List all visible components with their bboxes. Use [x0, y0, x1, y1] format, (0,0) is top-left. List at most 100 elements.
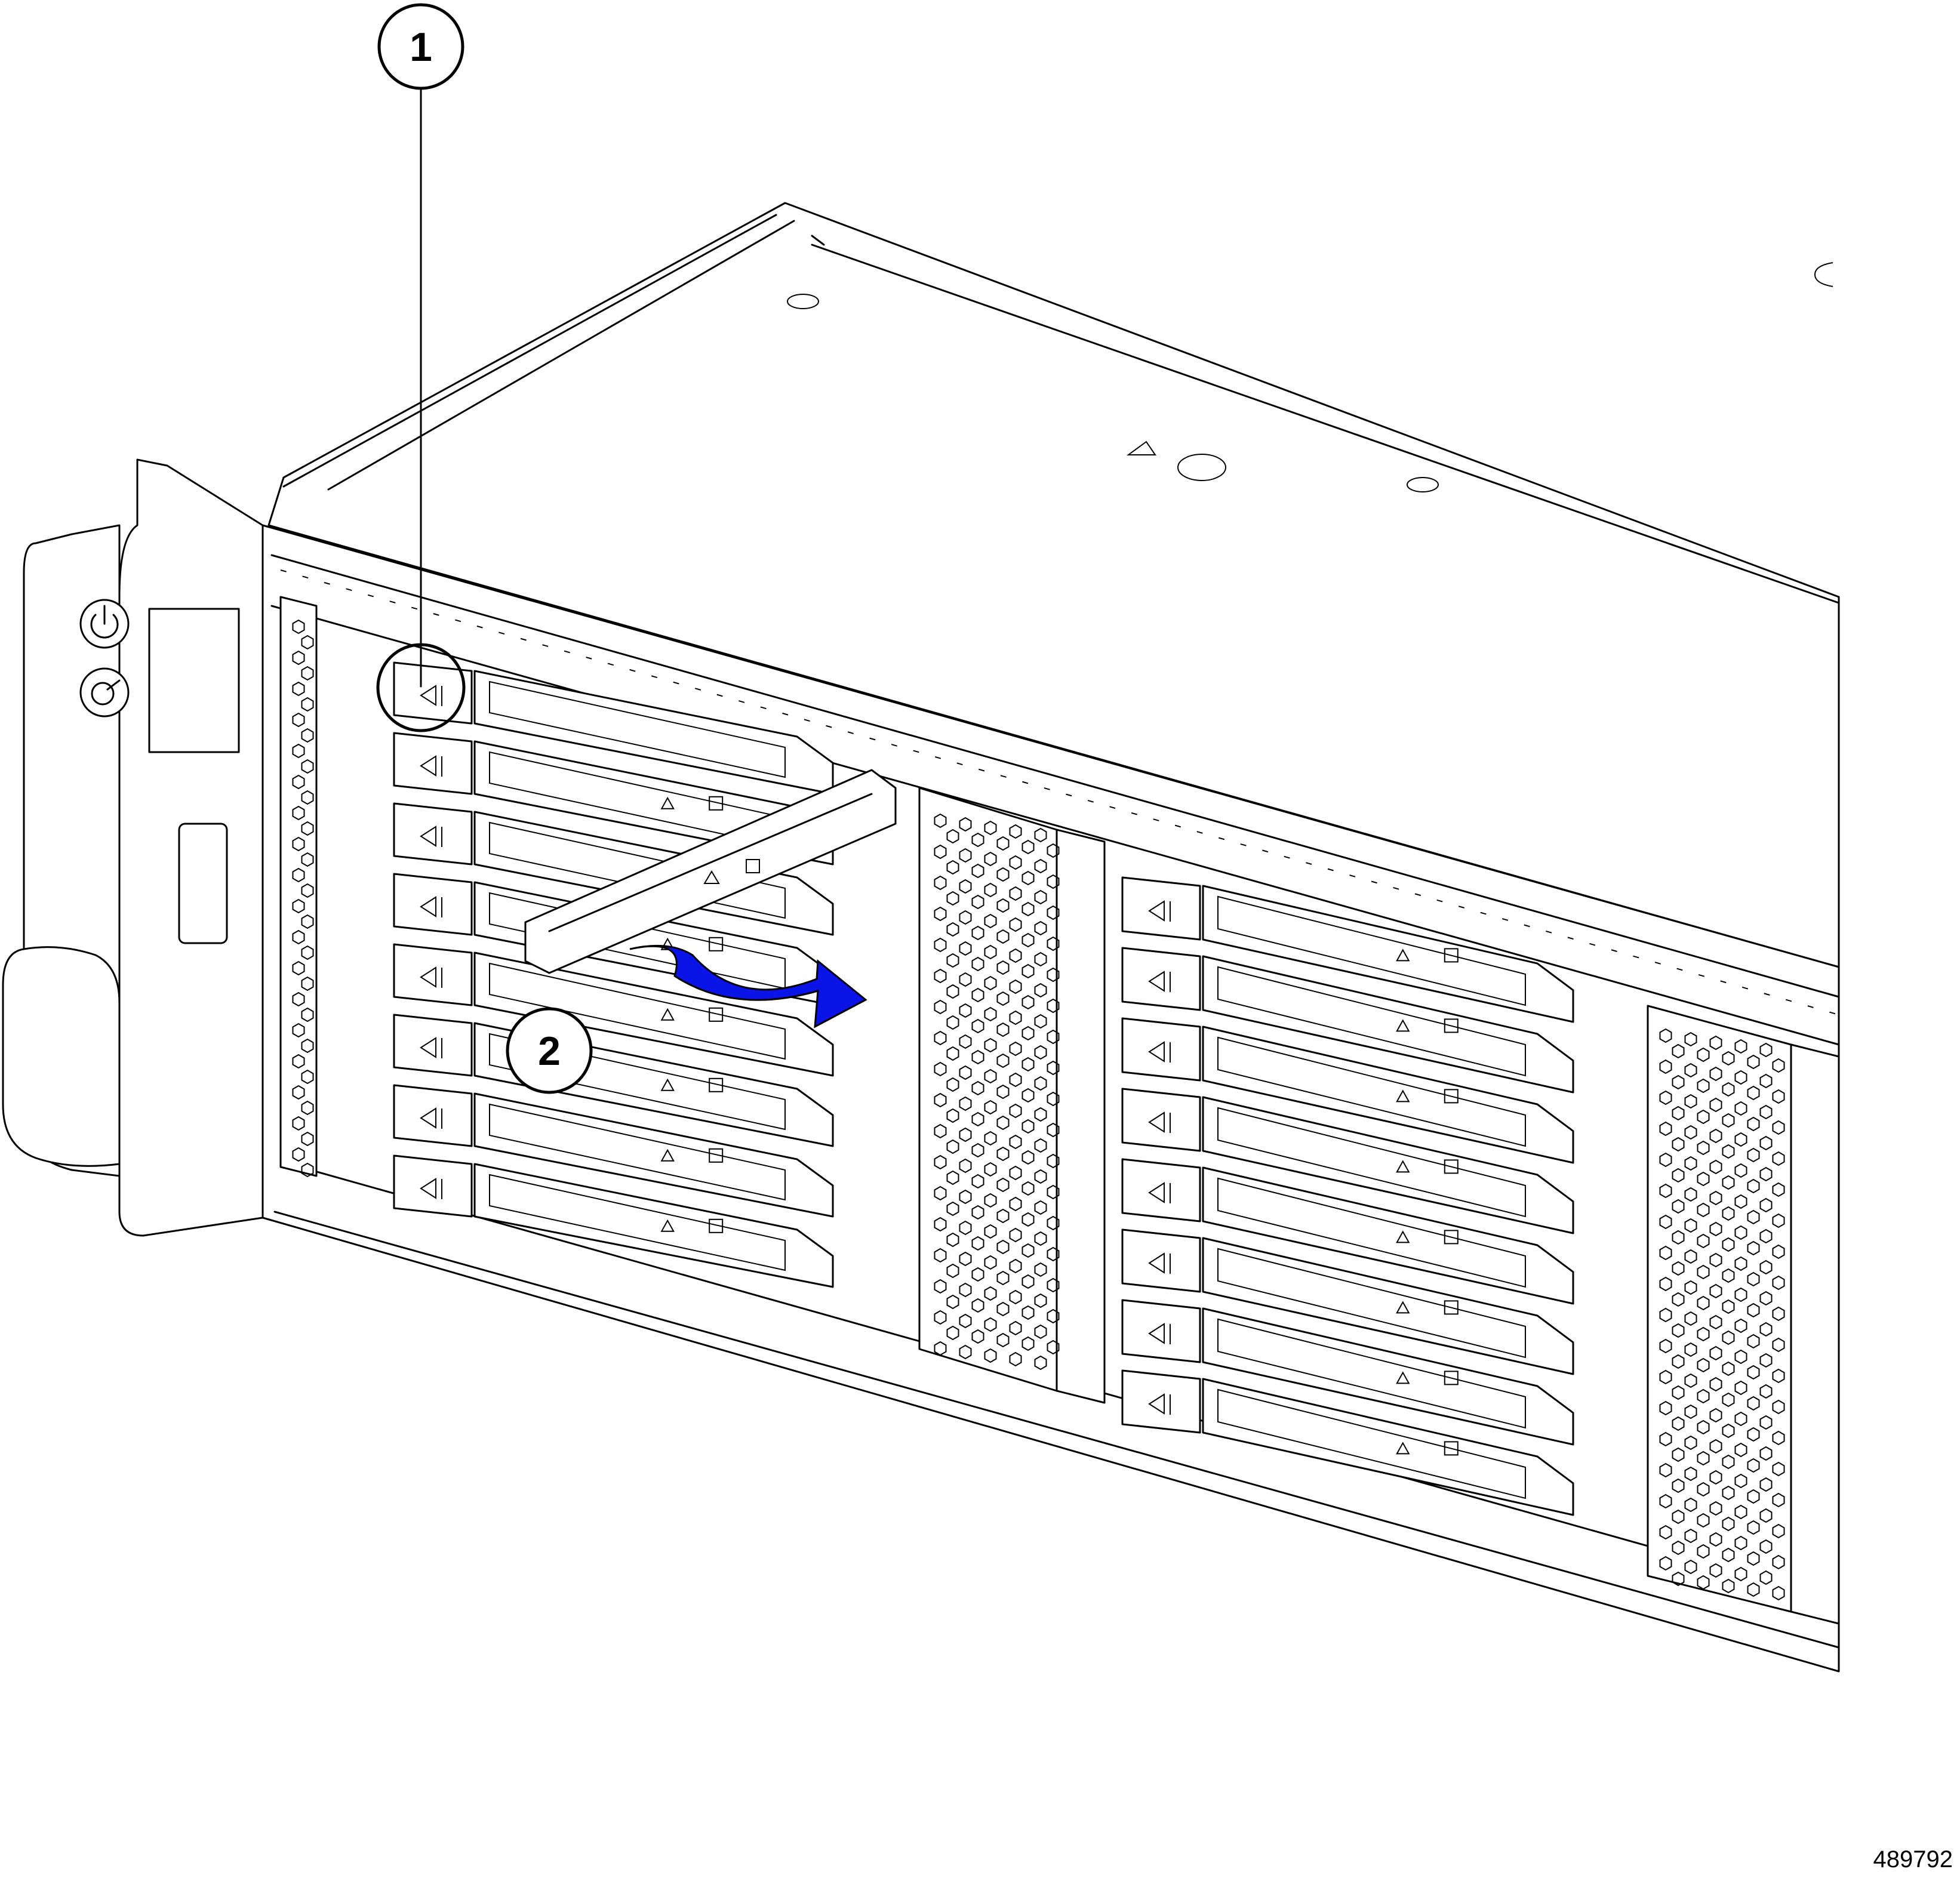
drive-eject-arrow-icon[interactable] — [1148, 1041, 1171, 1063]
drive-label-panel — [489, 962, 786, 1060]
vent-hole — [934, 1341, 947, 1356]
drive-bay-R1[interactable] — [1121, 876, 1574, 1023]
vent-hole — [1672, 1416, 1685, 1431]
drive-eject-arrow-icon[interactable] — [420, 1107, 442, 1129]
vent-hole — [996, 1270, 1010, 1286]
vent-hole — [1047, 874, 1060, 889]
drive-label-panel — [1217, 966, 1526, 1077]
vent-hole — [1772, 1368, 1785, 1384]
drive-bay-R3[interactable] — [1121, 1017, 1574, 1164]
vent-hole — [1021, 870, 1035, 886]
drive-eject-arrow-icon[interactable] — [420, 685, 442, 706]
drive-label-panel — [489, 680, 786, 778]
drive-eject-arrow-icon[interactable] — [1148, 900, 1171, 922]
vent-hole — [1759, 1197, 1773, 1213]
drive-bay-R7[interactable] — [1121, 1299, 1574, 1446]
vent-hole — [946, 1015, 959, 1030]
vent-hole — [984, 1100, 997, 1115]
vent-hole — [996, 960, 1010, 975]
vent-hole — [1734, 1349, 1747, 1365]
vent-hole — [934, 1123, 947, 1139]
vent-hole — [1009, 1289, 1022, 1305]
vent-hole — [1684, 1373, 1697, 1388]
drive-bay-L1[interactable] — [393, 661, 834, 795]
screw-icon — [1177, 454, 1226, 481]
vent-hole — [984, 1006, 997, 1022]
vent-hole — [1772, 1554, 1785, 1570]
drive-eject-arrow-icon[interactable] — [420, 1178, 442, 1199]
vent-hole — [959, 910, 972, 925]
callout-1-label: 1 — [410, 24, 432, 70]
drive-bay-L7[interactable] — [393, 1084, 834, 1218]
vent-hole — [1009, 1351, 1022, 1367]
drive-eject-arrow-icon[interactable] — [1148, 971, 1171, 992]
vent-hole — [1709, 1501, 1722, 1516]
vent-hole — [1722, 1237, 1735, 1252]
vent-hole — [1009, 1041, 1022, 1057]
vent-hole — [1772, 1399, 1785, 1415]
vent-hole — [1684, 1466, 1697, 1482]
vent-hole — [1747, 1458, 1760, 1473]
drive-eject-arrow-icon[interactable] — [420, 966, 442, 988]
vent-hole — [996, 1084, 1010, 1100]
vent-hole — [959, 941, 972, 956]
vent-hole — [1697, 1544, 1710, 1559]
drive-release-button — [1121, 1228, 1201, 1293]
vent-hole — [1672, 1478, 1685, 1493]
vent-hole — [1759, 1353, 1773, 1368]
vent-hole — [292, 1147, 305, 1162]
vent-hole — [1759, 1477, 1773, 1492]
vent-hole — [971, 925, 984, 941]
drive-eject-arrow-icon[interactable] — [1148, 1252, 1171, 1274]
vent-hole — [1021, 1305, 1035, 1320]
drive-bay-R2[interactable] — [1121, 947, 1574, 1094]
vent-hole — [1047, 1091, 1060, 1107]
drive-carrier — [473, 1092, 834, 1218]
drive-eject-arrow-icon[interactable] — [1148, 1323, 1171, 1344]
vent-hole — [292, 681, 305, 697]
vent-hole — [996, 991, 1010, 1006]
drive-bay-R5[interactable] — [1121, 1158, 1574, 1305]
drive-bay-R4[interactable] — [1121, 1088, 1574, 1234]
vent-hole — [1672, 1292, 1685, 1307]
drive-eject-arrow-icon[interactable] — [420, 755, 442, 777]
vent-hole — [1684, 1311, 1697, 1326]
right-vent-panel — [1647, 1005, 1840, 1625]
drive-bay-L5[interactable] — [393, 943, 834, 1077]
drive-ejector-handle[interactable] — [524, 769, 897, 974]
drive-eject-arrow-icon[interactable] — [1148, 1111, 1171, 1133]
drive-bay-R6[interactable] — [1121, 1228, 1574, 1375]
drive-eject-arrow-icon[interactable] — [420, 896, 442, 917]
vent-hole — [1034, 1293, 1047, 1308]
vent-hole — [959, 1220, 972, 1236]
drive-release-button — [1121, 1088, 1201, 1152]
drive-eject-arrow-icon[interactable] — [1148, 1393, 1171, 1415]
vent-hole — [1009, 979, 1022, 994]
drive-carrier — [1202, 1307, 1574, 1446]
drive-eject-arrow-icon[interactable] — [420, 1037, 442, 1058]
vent-hole — [1697, 1171, 1710, 1187]
status-led-icon — [709, 937, 724, 951]
vent-hole — [984, 1193, 997, 1208]
drive-eject-arrow-icon[interactable] — [420, 826, 442, 847]
vent-hole — [1034, 1107, 1047, 1122]
vent-hole — [301, 759, 314, 774]
vent-hole — [984, 1317, 997, 1332]
drive-bay-R8[interactable] — [1121, 1369, 1574, 1516]
vent-hole — [1734, 1380, 1747, 1396]
vent-hole — [996, 1115, 1010, 1131]
drive-eject-arrow-icon[interactable] — [1148, 1182, 1171, 1203]
vent-hole — [1772, 1213, 1785, 1228]
drive-carrier — [1202, 1237, 1574, 1375]
vent-hole — [984, 913, 997, 929]
vent-hole — [1021, 994, 1035, 1010]
vent-hole — [934, 1030, 947, 1046]
power-icon[interactable] — [79, 599, 130, 649]
unit-identify-icon[interactable] — [79, 667, 130, 717]
drive-bay-L8[interactable] — [393, 1154, 834, 1288]
vent-hole — [1772, 1275, 1785, 1291]
status-led-icon — [1444, 1018, 1459, 1033]
warning-triangle-icon — [660, 1078, 675, 1091]
warning-triangle-icon — [1396, 1160, 1410, 1173]
vent-hole — [1021, 1057, 1035, 1072]
